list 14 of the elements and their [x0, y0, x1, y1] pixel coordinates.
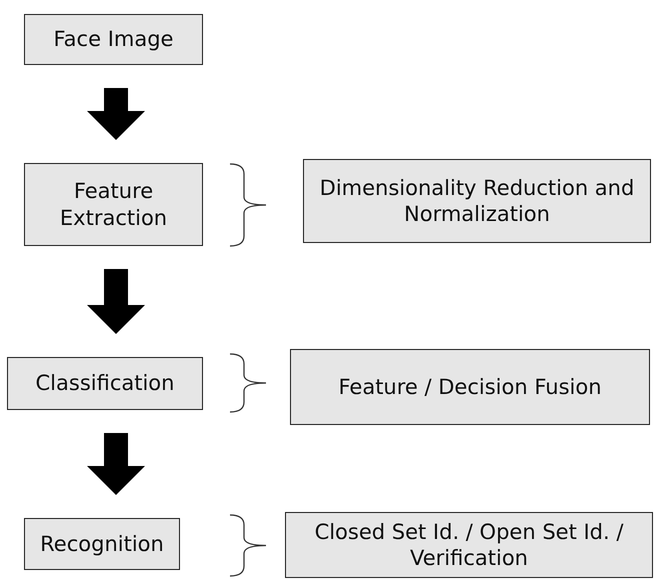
process-box	[303, 159, 651, 243]
box-label: Face Image	[54, 26, 174, 53]
box-label: Recognition	[40, 530, 164, 558]
process-box	[285, 512, 653, 578]
process-box	[290, 349, 650, 425]
box-label: Classification	[36, 370, 174, 397]
box-label: Feature / Decision Fusion	[338, 374, 602, 400]
process-box	[24, 163, 203, 246]
process-box	[24, 14, 203, 65]
box-label: Closed Set Id. / Open Set Id. / Verification	[314, 518, 624, 572]
process-box	[24, 518, 180, 570]
process-box	[7, 357, 203, 410]
box-label: Dimensionality Reduction and Normalization	[318, 174, 636, 228]
box-label: Feature Extraction	[58, 178, 168, 231]
